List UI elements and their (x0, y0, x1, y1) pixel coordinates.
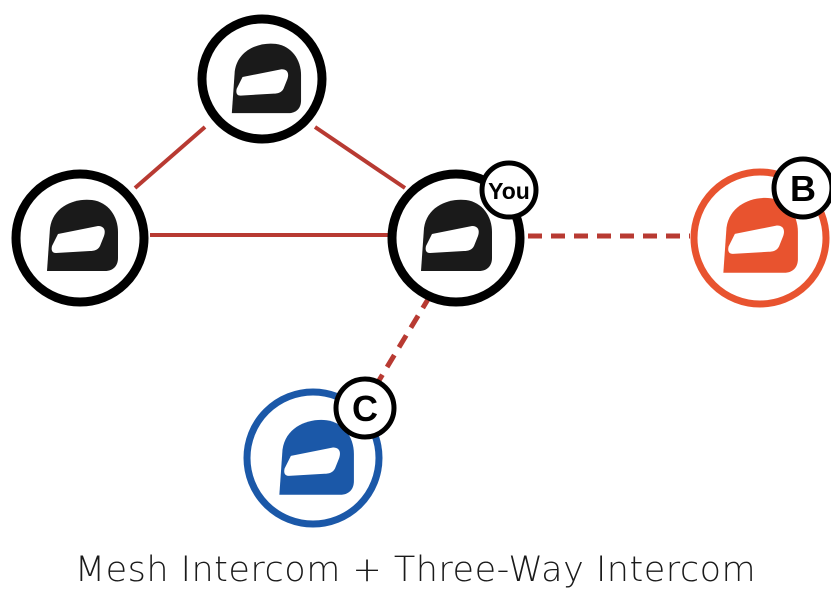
b-badge-label: B (790, 168, 816, 209)
diagram-caption: Mesh Intercom + Three-Way Intercom (74, 550, 757, 590)
link-you-c (369, 294, 433, 394)
node-b: B (690, 156, 831, 308)
link-top-you (313, 125, 407, 190)
node-top (197, 14, 327, 144)
node-you: You (387, 160, 539, 307)
b-badge (771, 156, 831, 220)
you-badge (479, 160, 539, 220)
c-badge-label: C (352, 388, 378, 429)
node-c: C (243, 376, 397, 528)
link-top-left (133, 125, 207, 190)
you-badge-label: You (488, 178, 530, 204)
c-badge (333, 376, 397, 440)
node-left (11, 169, 149, 307)
links (133, 125, 690, 394)
